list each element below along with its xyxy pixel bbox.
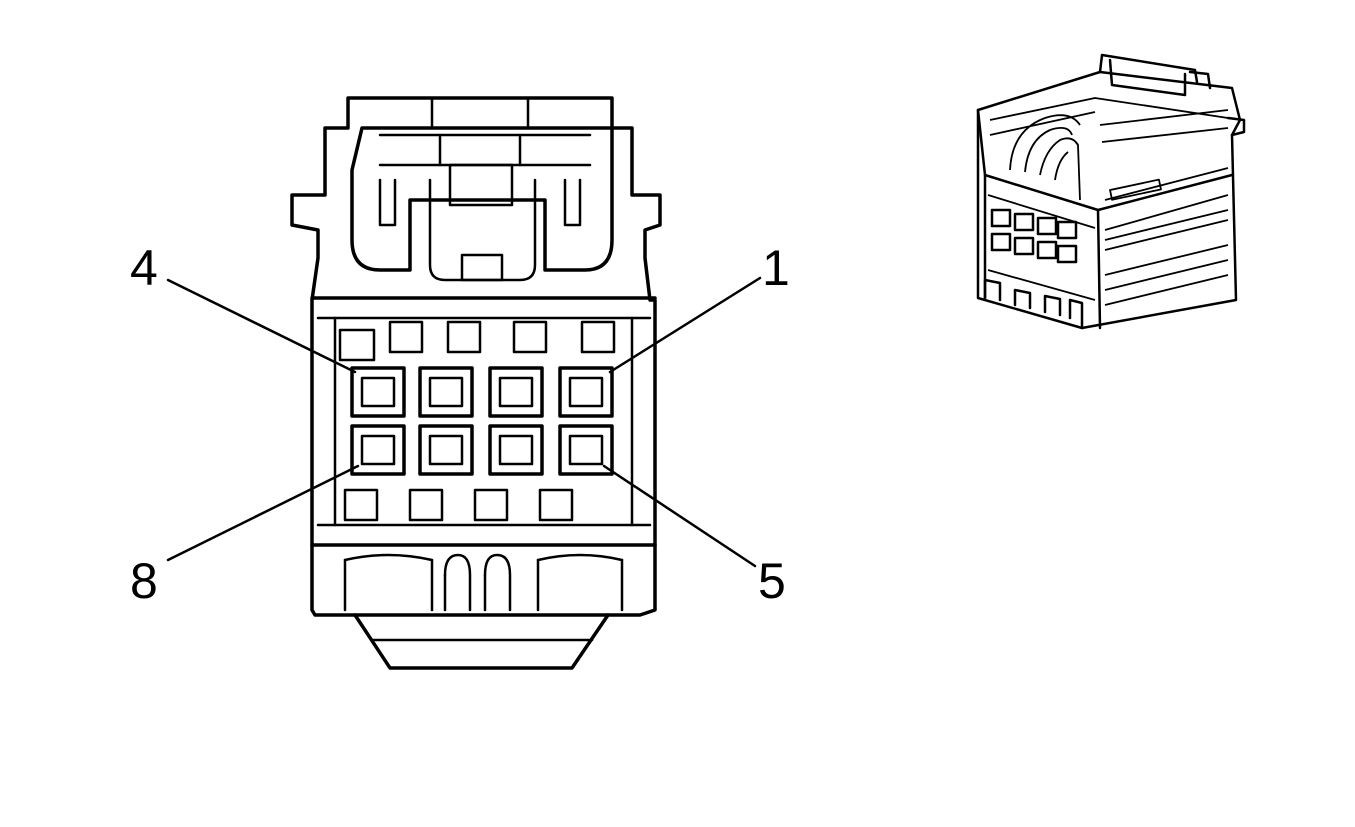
lower-slot-row <box>343 488 574 522</box>
label-pin-5: 5 <box>758 553 786 609</box>
leader-pin-4 <box>166 278 357 374</box>
cavity-row-2 <box>350 424 614 476</box>
leader-pin-1 <box>608 276 762 374</box>
leader-pin-8 <box>166 464 360 562</box>
connector-isometric-view <box>976 53 1246 330</box>
leader-lines <box>166 276 762 568</box>
connector-front-view <box>290 96 662 670</box>
iso-cavities <box>990 208 1078 264</box>
pin-labels: 4 1 8 5 <box>130 240 790 609</box>
cavity-row-1 <box>350 366 614 418</box>
label-pin-1: 1 <box>762 240 790 296</box>
label-pin-8: 8 <box>130 553 158 609</box>
leader-pin-5 <box>602 464 757 568</box>
upper-slot-row <box>388 320 616 354</box>
label-pin-4: 4 <box>130 240 158 296</box>
